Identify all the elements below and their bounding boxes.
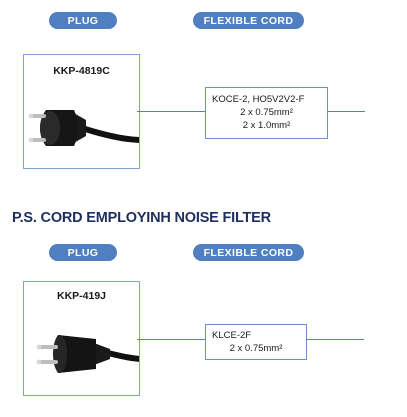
cord-spec-box: KOCE-2, HO5V2V2-F 2 x 0.75mm² 2 x 1.0mm² <box>205 87 328 139</box>
plug-panel: KKP-419J <box>23 281 140 396</box>
plug-image <box>28 110 139 146</box>
plug-to-cord-line <box>137 111 205 112</box>
plug-label: PLUG <box>49 12 117 29</box>
cord-spec-line-1: KOCE-2, HO5V2V2-F <box>212 94 305 105</box>
cord-spec-line-3: 2 x 1.0mm² <box>242 120 291 131</box>
cord-extension-line <box>306 339 364 340</box>
cord-spec-line-2: 2 x 0.75mm² <box>229 343 283 354</box>
flexible-cord-label-text: FLEXIBLE CORD <box>203 14 294 27</box>
plug-label-text: PLUG <box>67 14 99 27</box>
cord-spec-line-1: KLCE-2F <box>212 330 252 341</box>
plug-model: KKP-419J <box>56 290 107 302</box>
plug-model: KKP-4819C <box>53 65 110 77</box>
flexible-cord-label: FLEXIBLE CORD <box>193 12 304 29</box>
cord-spec-box: KLCE-2F 2 x 0.75mm² <box>205 324 307 360</box>
flexible-cord-label-text: FLEXIBLE CORD <box>203 246 294 259</box>
plug-label: PLUG <box>49 244 117 261</box>
cord-spec-line-2: 2 x 0.75mm² <box>240 107 293 118</box>
plug-label-text: PLUG <box>67 246 99 259</box>
plug-panel: KKP-4819C <box>23 54 140 169</box>
section-title: P.S. CORD EMPLOYINH NOISE FILTER <box>12 210 271 226</box>
flexible-cord-label: FLEXIBLE CORD <box>193 244 304 261</box>
cord-extension-line <box>327 111 365 112</box>
plug-image <box>36 335 139 373</box>
plug-to-cord-line <box>137 339 205 340</box>
